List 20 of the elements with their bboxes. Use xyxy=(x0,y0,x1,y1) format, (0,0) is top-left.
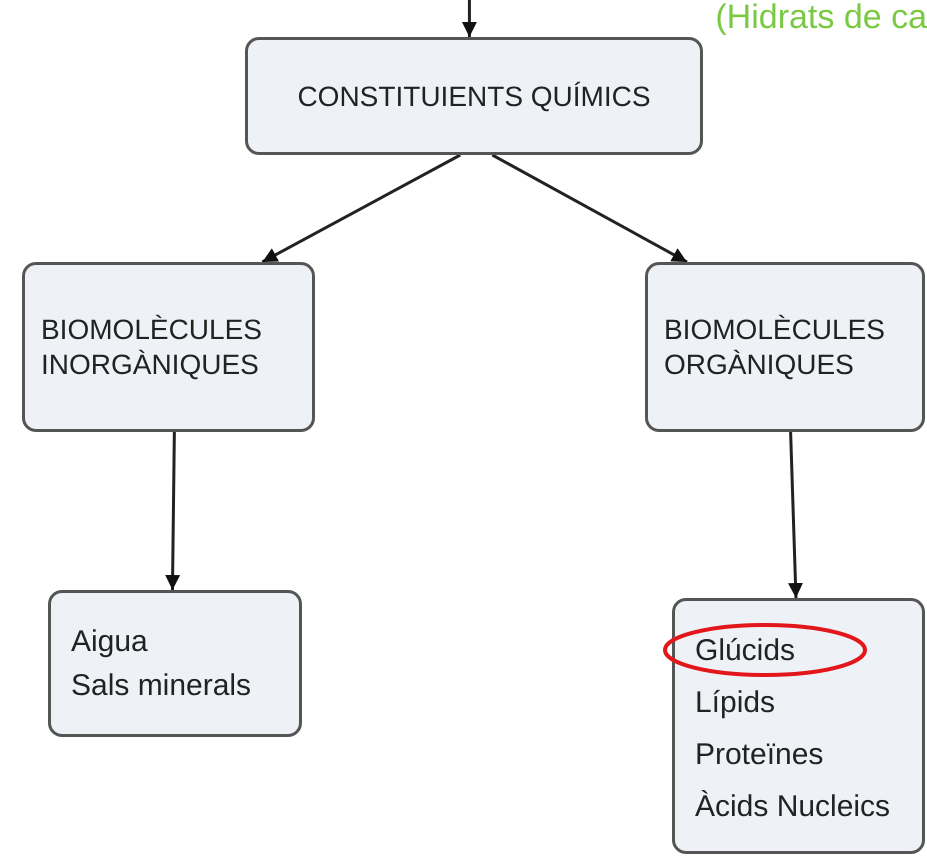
concept-box xyxy=(672,598,925,854)
node-text: BIOMOLÈCULES ORGÀNIQUES xyxy=(664,313,886,382)
node-text: BIOMOLÈCULES INORGÀNIQUES xyxy=(41,313,263,382)
node-text: Proteïnes xyxy=(695,737,824,773)
concept-box xyxy=(48,590,302,737)
arrow xyxy=(788,432,803,598)
node-text: CONSTITUIENTS QUÍMICS xyxy=(297,80,651,114)
arrow xyxy=(462,0,477,37)
concept-box xyxy=(645,262,925,432)
note-text: (Hidrats de ca xyxy=(715,0,927,34)
arrow xyxy=(165,432,180,590)
node-text: Lípids xyxy=(695,685,776,721)
arrow xyxy=(492,154,688,264)
node-text: Glúcids xyxy=(695,633,796,669)
node-text: Aigua xyxy=(71,624,148,660)
node-text: Àcids Nucleics xyxy=(695,789,890,825)
node-text: Sals minerals xyxy=(71,668,252,704)
concept-box xyxy=(22,262,315,432)
concept-box xyxy=(245,37,703,155)
arrow xyxy=(262,154,461,264)
